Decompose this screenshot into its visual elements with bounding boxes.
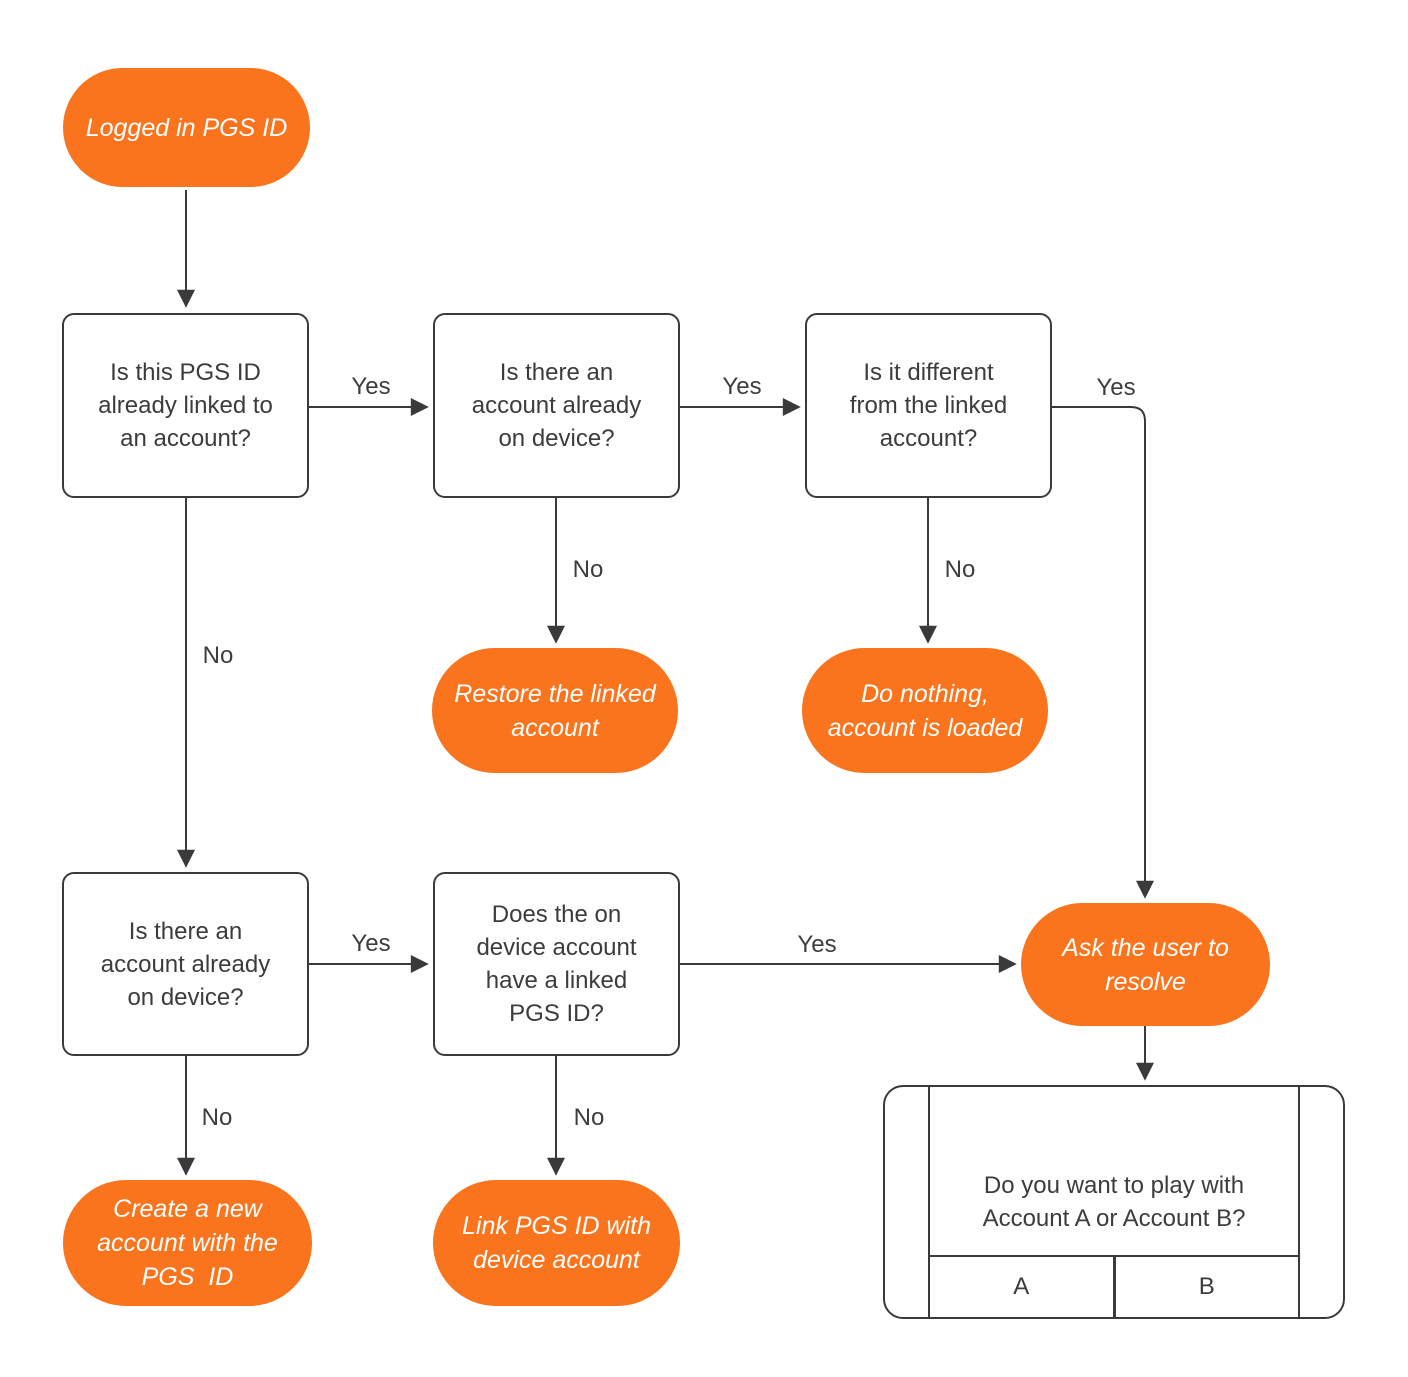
- node-label: Do nothing, account is loaded: [827, 679, 1023, 742]
- edge-label-no-linked: No: [202, 642, 234, 669]
- dialog-button-row: A B: [930, 1255, 1298, 1317]
- node-link-pgs-id: Link PGS ID with device account: [433, 1180, 680, 1306]
- node-ask-user-resolve: Ask the user to resolve: [1021, 903, 1270, 1026]
- dialog-message-text: Do you want to play with Account A or Ac…: [982, 1172, 1246, 1232]
- edge-label-no-restore: No: [572, 556, 604, 583]
- node-label: Is there an account already on device?: [100, 917, 271, 1011]
- node-label: Is there an account already on device?: [471, 359, 642, 452]
- edge-label-yes-haspgs: Yes: [797, 931, 837, 958]
- node-label: Link PGS ID with device account: [462, 1212, 651, 1274]
- node-do-nothing: Do nothing, account is loaded: [802, 648, 1048, 773]
- edge-label-no-link: No: [573, 1104, 605, 1131]
- edge-label-yes-linked: Yes: [351, 373, 391, 400]
- edge-label-yes-different: Yes: [1096, 374, 1136, 401]
- dialog-button-a: A: [1013, 1273, 1030, 1300]
- node-label: Is it different from the linked account?: [849, 359, 1008, 452]
- node-restore-linked-account: Restore the linked account: [432, 648, 678, 773]
- edge-qdifferent-to-ask: [1052, 406, 1154, 899]
- node-create-new-account: Create a new account with the PGS ID: [63, 1180, 312, 1306]
- dialog-mockup: Do you want to play with Account A or Ac…: [883, 1085, 1345, 1319]
- node-label: Logged in PGS ID: [85, 113, 288, 142]
- dialog-screen: Do you want to play with Account A or Ac…: [928, 1087, 1300, 1317]
- node-q-account-on-device-bottom: Is there an account already on device?: [62, 872, 309, 1056]
- node-q-different-from-linked: Is it different from the linked account?: [805, 313, 1052, 498]
- dialog-message: Do you want to play with Account A or Ac…: [930, 1169, 1298, 1235]
- node-label: Ask the user to resolve: [1062, 933, 1229, 996]
- node-label: Does the on device account have a linked…: [476, 901, 637, 1027]
- node-label: Create a new account with the PGS ID: [97, 1195, 285, 1291]
- node-q-device-account-has-pgs: Does the on device account have a linked…: [433, 872, 680, 1056]
- edge-label-no-create: No: [201, 1104, 233, 1131]
- edge-label-yes-device: Yes: [722, 373, 762, 400]
- dialog-button-b: B: [1112, 1257, 1299, 1317]
- node-label: Restore the linked account: [454, 679, 656, 742]
- node-start-logged-in: Logged in PGS ID: [63, 68, 310, 187]
- node-q-account-on-device-top: Is there an account already on device?: [433, 313, 680, 498]
- edge-label-no-donothing: No: [944, 556, 976, 583]
- node-label: Is this PGS ID already linked to an acco…: [98, 359, 273, 452]
- edge-label-yes-device2: Yes: [351, 930, 391, 957]
- node-q-pgs-id-linked: Is this PGS ID already linked to an acco…: [62, 313, 309, 498]
